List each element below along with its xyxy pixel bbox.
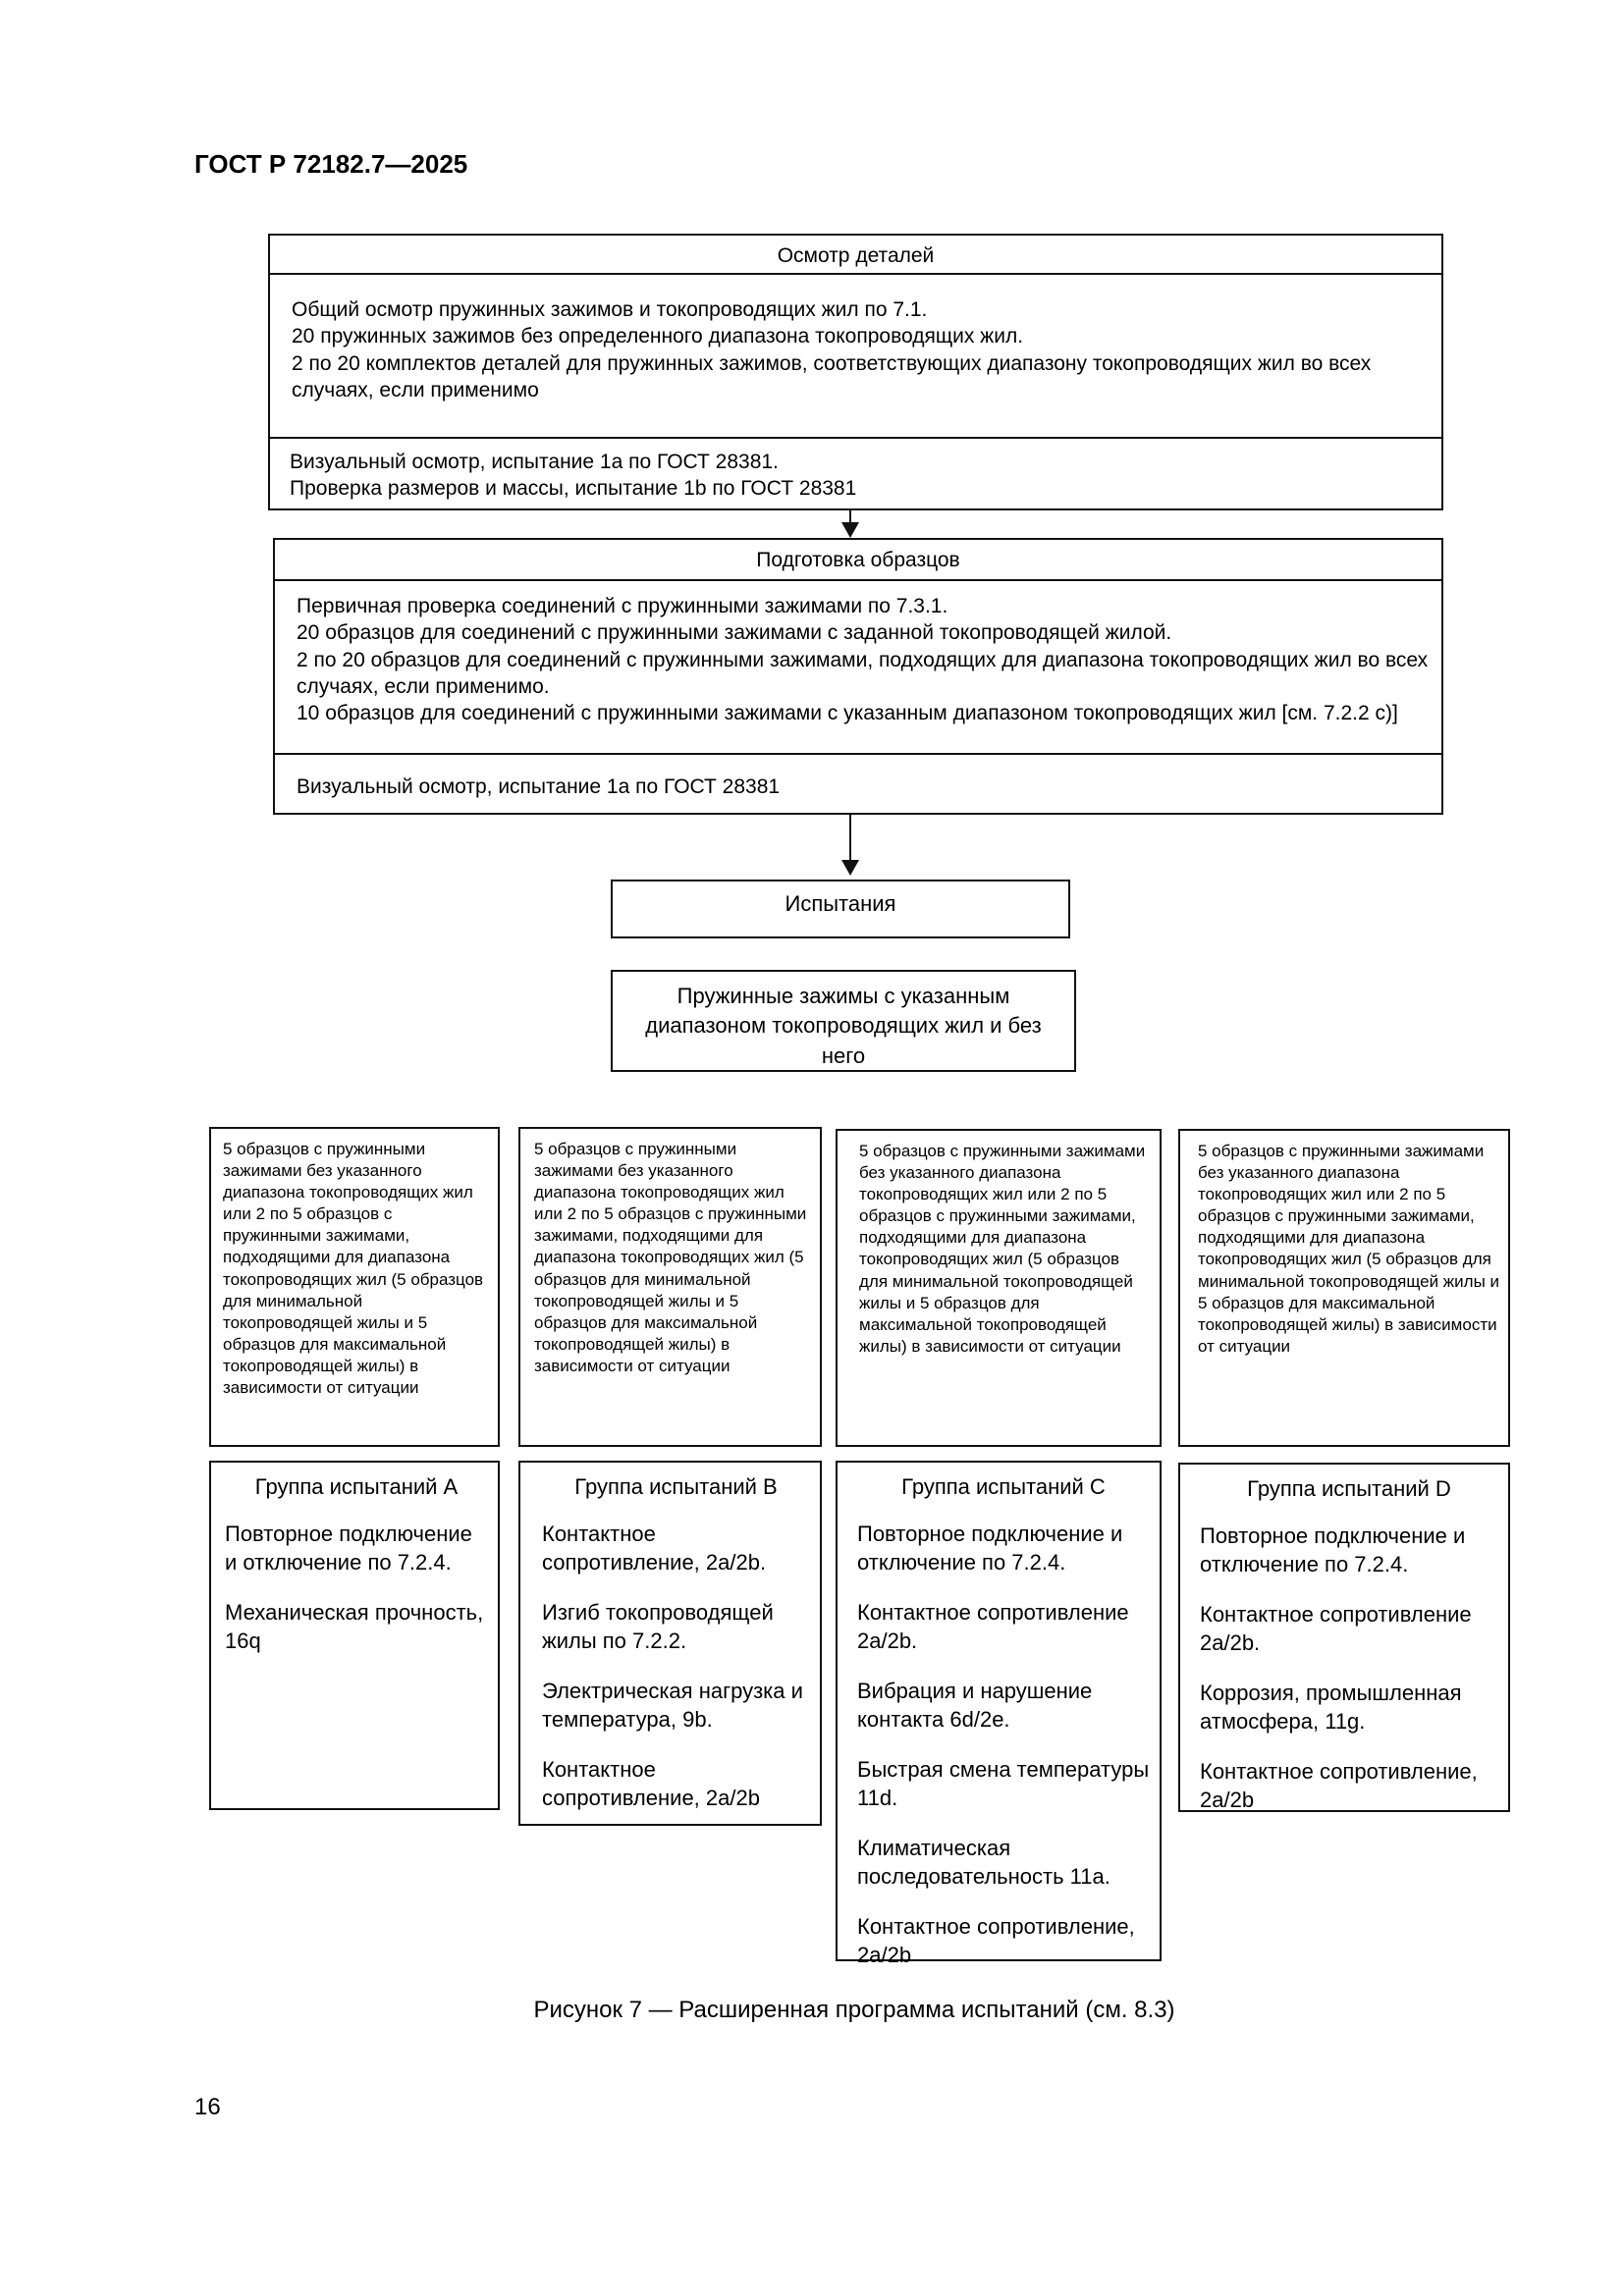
inspection-title: Осмотр деталей <box>777 244 935 267</box>
samples-text-a: 5 образцов с пружинными зажимами без ука… <box>223 1140 484 1398</box>
group-title-c: Группа испытаний C <box>901 1474 1106 1499</box>
samples-text-b: 5 образцов с пружинными зажимами без ука… <box>534 1140 807 1375</box>
samples-box-a: 5 образцов с пружинными зажимами без ука… <box>209 1127 500 1447</box>
group-c-item: Вибрация и нарушение контакта 6d/2e. <box>857 1679 1093 1733</box>
group-b-item: Контактное сопротивление, 2a/2b. <box>542 1522 767 1575</box>
preparation-text: Первичная проверка соединений с пружинны… <box>297 595 1429 725</box>
tests-title: Испытания <box>785 891 896 916</box>
group-box-d: Группа испытаний D Повторное подключение… <box>1178 1463 1510 1812</box>
group-a-item: Повторное подключение и отключение по 7.… <box>225 1522 472 1575</box>
group-title-b: Группа испытаний B <box>574 1474 778 1499</box>
samples-box-c: 5 образцов с пружинными зажимами без ука… <box>836 1129 1162 1447</box>
inspection-box: Осмотр деталей Общий осмотр пружинных за… <box>268 234 1443 510</box>
group-a-item: Механическая прочность, 16q <box>225 1600 484 1654</box>
group-box-c: Группа испытаний C Повторное подключение… <box>836 1461 1162 1967</box>
group-b-item: Контактное сопротивление, 2a/2b <box>542 1757 760 1811</box>
arrow-down-icon <box>841 522 859 538</box>
group-c-item: Климатическая последовательность 11a. <box>857 1836 1110 1890</box>
group-c-item: Контактное сопротивление, 2a/2b <box>857 1914 1135 1968</box>
figure-caption: Рисунок 7 — Расширенная программа испыта… <box>533 1997 1175 2023</box>
group-d-item: Контактное сопротивление, 2a/2b <box>1200 1759 1478 1813</box>
samples-text-d: 5 образцов с пружинными зажимами без ука… <box>1198 1142 1500 1356</box>
preparation-title: Подготовка образцов <box>756 549 960 571</box>
clamps-box: Пружинные зажимы с указанным диапазоном … <box>611 970 1076 1072</box>
samples-box-d: 5 образцов с пружинными зажимами без ука… <box>1178 1129 1510 1447</box>
group-d-item: Контактное сопротивление 2a/2b. <box>1200 1602 1472 1656</box>
group-b-item: Электрическая нагрузка и температура, 9b… <box>542 1679 803 1733</box>
samples-text-c: 5 образцов с пружинными зажимами без ука… <box>859 1142 1146 1356</box>
preparation-check: Визуальный осмотр, испытание 1a по ГОСТ … <box>297 775 781 798</box>
group-box-a: Группа испытаний A Повторное подключение… <box>209 1461 500 1810</box>
group-title-d: Группа испытаний D <box>1247 1476 1451 1501</box>
group-d-item: Коррозия, промышленная атмосфера, 11g. <box>1200 1681 1462 1735</box>
tests-box: Испытания <box>611 880 1070 938</box>
group-c-item: Повторное подключение и отключение по 7.… <box>857 1522 1123 1575</box>
inspection-checks: Визуальный осмотр, испытание 1a по ГОСТ … <box>290 451 857 501</box>
clamps-title: Пружинные зажимы с указанным диапазоном … <box>645 984 1042 1068</box>
group-c-item: Контактное сопротивление 2a/2b. <box>857 1600 1129 1654</box>
group-d-item: Повторное подключение и отключение по 7.… <box>1200 1523 1466 1577</box>
document-code: ГОСТ Р 72182.7—2025 <box>194 149 468 179</box>
preparation-box: Подготовка образцов Первичная проверка с… <box>273 538 1443 815</box>
group-b-item: Изгиб токопроводящей жилы по 7.2.2. <box>542 1600 774 1654</box>
group-title-a: Группа испытаний A <box>254 1474 459 1499</box>
samples-box-b: 5 образцов с пружинными зажимами без ука… <box>518 1127 822 1447</box>
inspection-text: Общий осмотр пружинных зажимов и токопро… <box>292 298 1372 401</box>
arrow-down-icon <box>841 860 859 876</box>
page-number: 16 <box>194 2094 221 2120</box>
group-box-b: Группа испытаний B Контактное сопротивле… <box>518 1461 822 1826</box>
group-c-item: Быстрая смена температуры 11d. <box>857 1757 1150 1811</box>
